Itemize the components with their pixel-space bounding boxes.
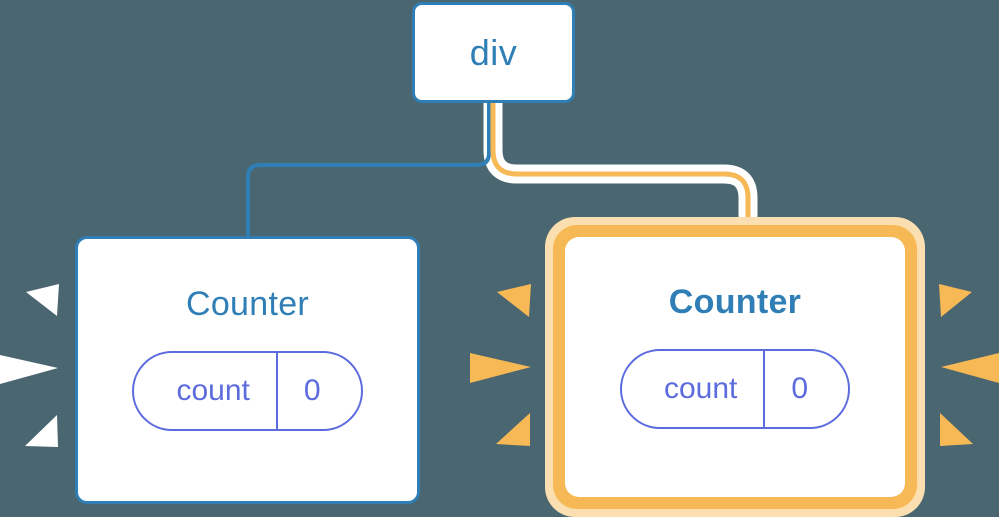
counter-left-content: Counter count 0: [78, 239, 417, 501]
node-counter-left[interactable]: Counter count 0: [75, 236, 420, 504]
burst-counter-left: [0, 284, 59, 447]
burst-ray-upper: [497, 284, 531, 317]
counter-right-title: Counter: [668, 283, 802, 321]
burst-counter-right-left: [470, 284, 531, 446]
counter-right-state-key: count: [663, 372, 738, 405]
node-counter-right[interactable]: Counter count 0: [545, 217, 925, 517]
burst-ray-middle: [470, 353, 531, 383]
burst-ray-middle: [0, 355, 58, 384]
burst-ray-upper: [939, 284, 972, 317]
burst-ray-lower: [940, 413, 973, 446]
edge-div-to-counter-right: [490, 100, 751, 238]
counter-right-body: Counter count 0: [565, 237, 905, 497]
burst-ray-upper: [26, 284, 59, 316]
pill-divider: [275, 353, 278, 429]
counter-right-state-pill[interactable]: count 0: [619, 349, 851, 429]
burst-ray-lower: [496, 413, 530, 446]
counter-left-state-key: count: [176, 374, 250, 407]
edge-div-to-counter-left: [246, 103, 491, 240]
node-div[interactable]: div: [412, 2, 575, 103]
burst-ray-middle: [941, 353, 999, 383]
counter-left-title: Counter: [185, 285, 310, 323]
burst-counter-right-right: [939, 284, 999, 446]
pill-divider: [763, 351, 766, 427]
burst-ray-lower: [25, 415, 58, 447]
counter-right-content: Counter count 0: [565, 237, 905, 497]
counter-left-state-value: 0: [303, 374, 321, 407]
counter-right-state-value: 0: [791, 372, 809, 405]
counter-left-state-pill[interactable]: count 0: [132, 351, 363, 431]
node-div-label: div: [469, 31, 518, 73]
